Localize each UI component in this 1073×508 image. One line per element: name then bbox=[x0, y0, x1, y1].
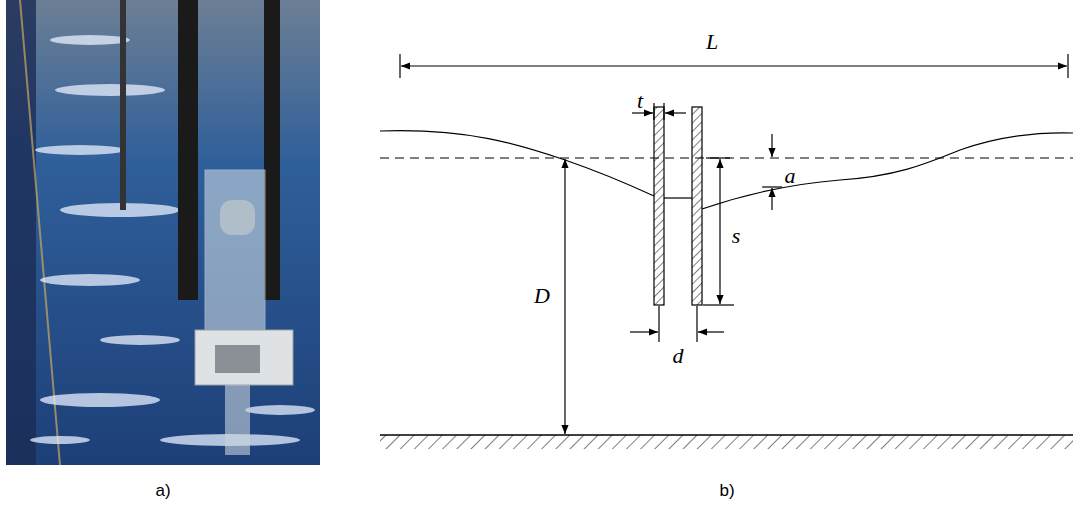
draft-dimension: s bbox=[732, 225, 741, 247]
photo bbox=[6, 0, 320, 465]
spacing-dimension: d bbox=[673, 345, 684, 367]
schematic bbox=[380, 54, 1073, 449]
panel-label: a) bbox=[155, 482, 170, 499]
length-dimension: L bbox=[706, 31, 718, 53]
thickness-dimension: t bbox=[637, 90, 643, 112]
panel-label: b) bbox=[719, 482, 734, 499]
depth-dimension: D bbox=[534, 285, 550, 307]
amplitude-dimension: a bbox=[785, 165, 796, 187]
